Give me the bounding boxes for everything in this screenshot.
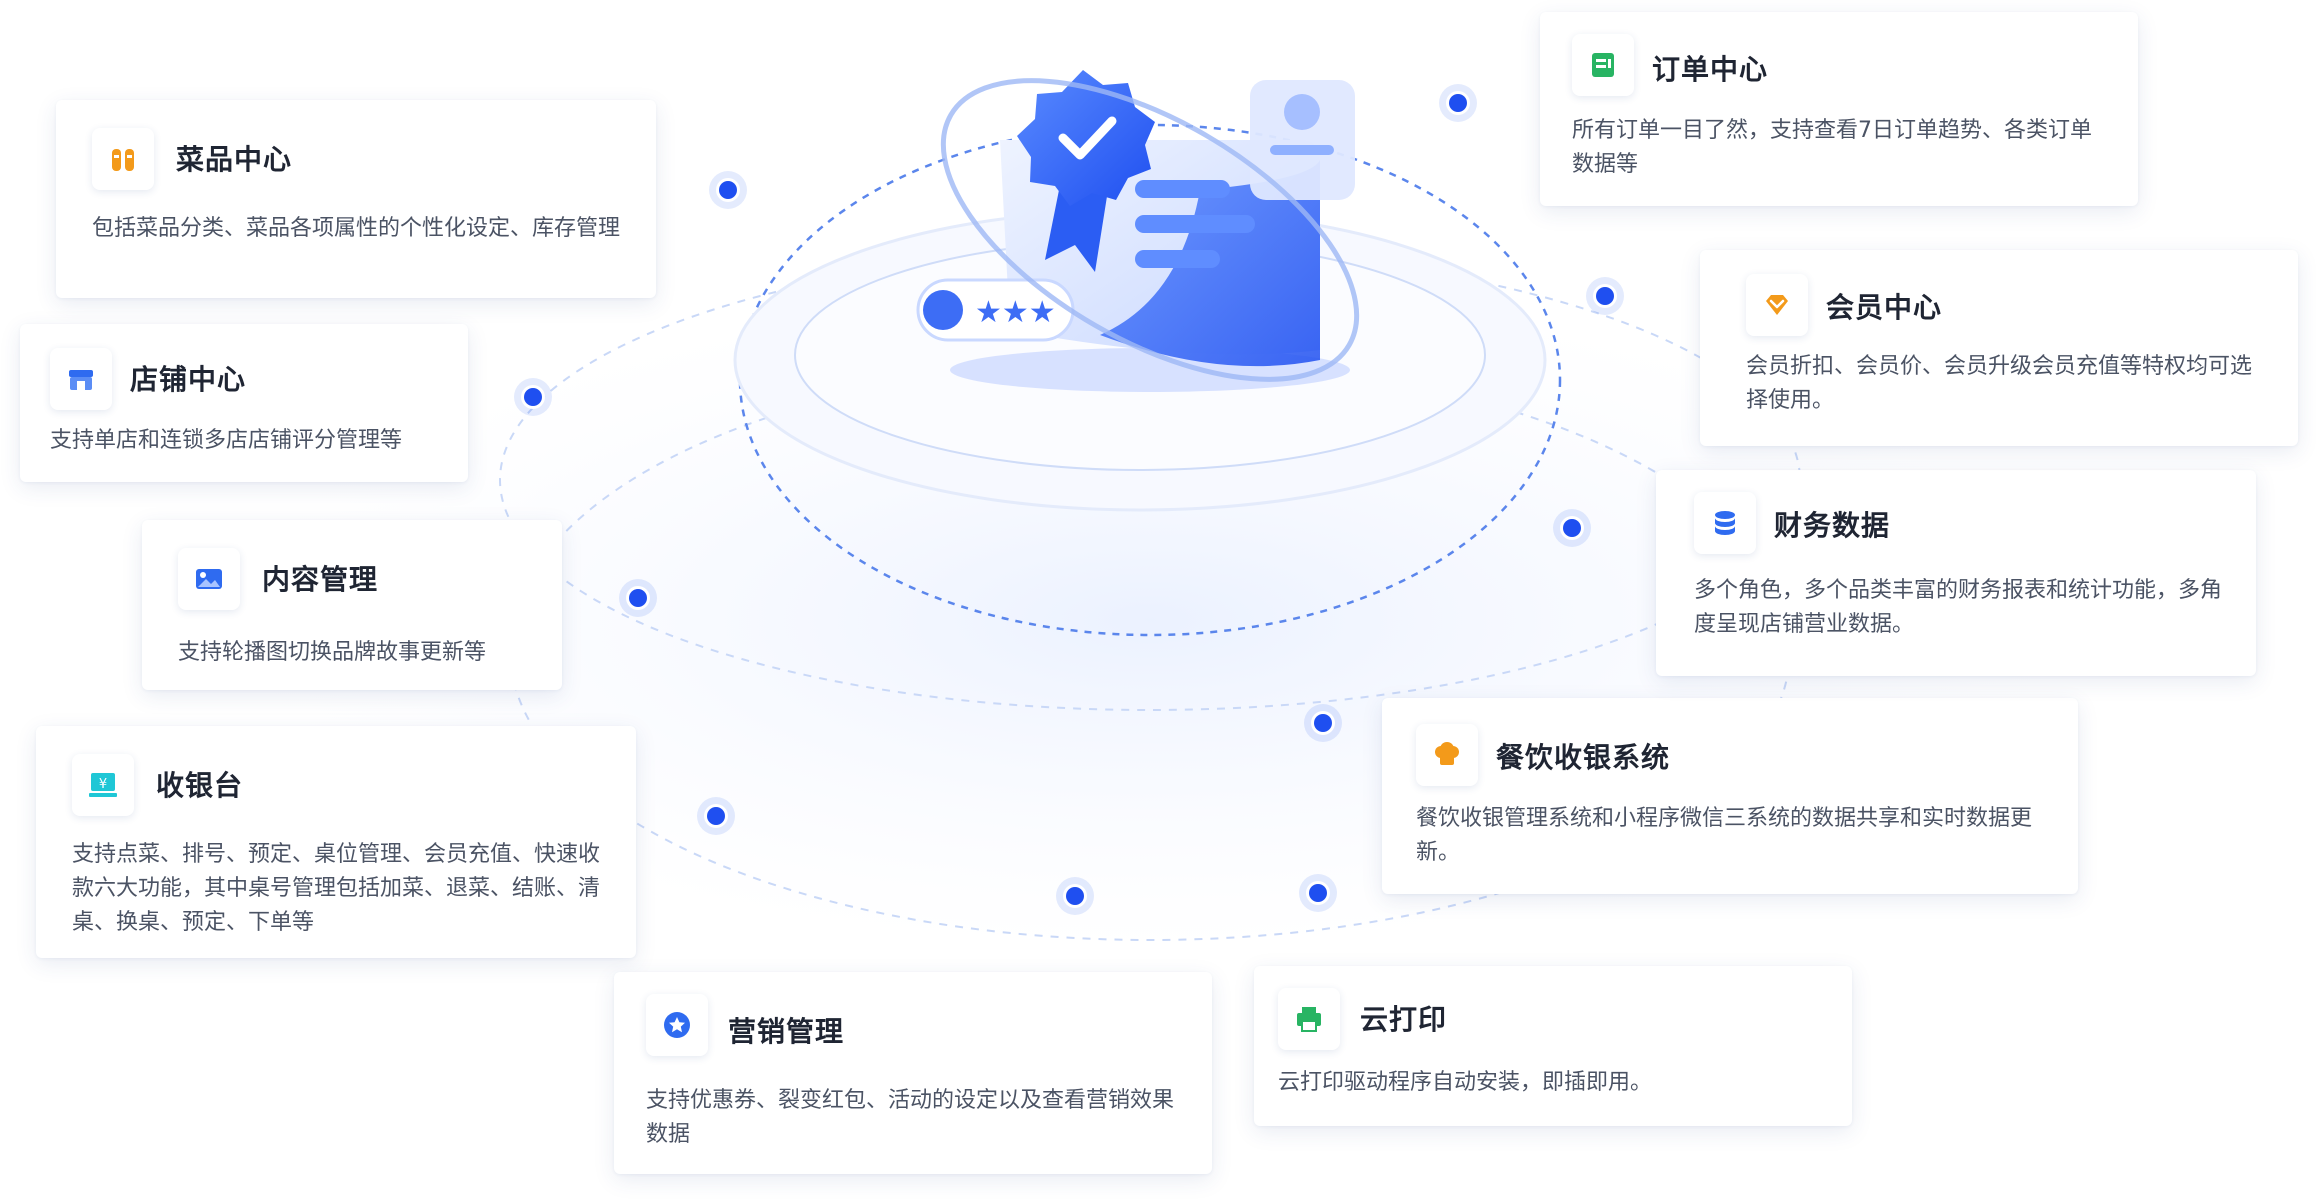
feature-description: 所有订单一目了然，支持查看7日订单趋势、各类订单数据等 [1572,118,2092,177]
feature-description: 云打印驱动程序自动安装，即插即用。 [1278,1070,1653,1095]
feature-title: 收银台 [156,769,244,802]
feature-description: 支持单店和连锁多店店铺评分管理等 [50,428,403,453]
feature-description: 支持点菜、排号、预定、桌位管理、会员充值、快速收款六大功能，其中桌号管理包括加菜… [72,842,601,935]
certificate-illustration: ★★★ [916,70,1360,392]
svg-text:¥: ¥ [99,777,107,792]
feature-description: 会员折扣、会员价、会员升级会员充值等特权均可选择使用。 [1746,354,2253,413]
feature-description: 支持轮播图切换品牌故事更新等 [178,640,487,665]
database-icon [1694,492,1756,554]
connector-dot [697,797,735,835]
feature-title: 店铺中心 [130,363,247,396]
order-icon [1572,34,1634,96]
feature-title: 餐饮收银系统 [1496,741,1671,774]
connector-dot [1439,84,1477,122]
connector-dot [1304,704,1342,742]
feature-description: 包括菜品分类、菜品各项属性的个性化设定、库存管理 [92,216,621,241]
diamond-icon [1746,274,1808,336]
feature-card-cashier: ¥ 收银台 支持点菜、排号、预定、桌位管理、会员充值、快速收款六大功能，其中桌号… [36,726,636,958]
image-icon [178,548,240,610]
connector-dot [709,171,747,209]
connector-dot [1299,874,1337,912]
dishes-icon [92,128,154,190]
feature-title: 财务数据 [1774,509,1891,542]
connector-dot [1553,509,1591,547]
cashier-icon: ¥ [72,754,134,816]
feature-card-marketing: 营销管理 支持优惠券、裂变红包、活动的设定以及查看营销效果数据 [614,972,1212,1174]
feature-title: 云打印 [1360,1003,1448,1036]
feature-description: 餐饮收银管理系统和小程序微信三系统的数据共享和实时数据更新。 [1416,806,2033,865]
chef-hat-icon [1416,724,1478,786]
feature-title: 菜品中心 [176,143,293,176]
feature-card-dishes: 菜品中心 包括菜品分类、菜品各项属性的个性化设定、库存管理 [56,100,656,298]
printer-icon [1278,988,1340,1050]
connector-dot [1586,277,1624,315]
star-badge-icon [646,994,708,1056]
feature-card-pos-system: 餐饮收银系统 餐饮收银管理系统和小程序微信三系统的数据共享和实时数据更新。 [1382,698,2078,894]
connector-dot [619,579,657,617]
feature-title: 订单中心 [1652,53,1769,86]
connector-dot [1056,877,1094,915]
store-icon [50,348,112,410]
feature-description: 支持优惠券、裂变红包、活动的设定以及查看营销效果数据 [646,1088,1175,1147]
feature-title: 内容管理 [262,563,379,596]
feature-title: 会员中心 [1826,291,1943,324]
feature-card-content: 内容管理 支持轮播图切换品牌故事更新等 [142,520,562,690]
svg-text:★★★: ★★★ [975,295,1056,330]
feature-card-cloud-print: 云打印 云打印驱动程序自动安装，即插即用。 [1254,966,1852,1126]
feature-card-member: 会员中心 会员折扣、会员价、会员升级会员充值等特权均可选择使用。 [1700,250,2298,446]
connector-dot [514,378,552,416]
feature-card-finance: 财务数据 多个角色，多个品类丰富的财务报表和统计功能，多角度呈现店铺营业数据。 [1656,470,2256,676]
feature-card-store: 店铺中心 支持单店和连锁多店店铺评分管理等 [20,324,468,482]
feature-description: 多个角色，多个品类丰富的财务报表和统计功能，多角度呈现店铺营业数据。 [1694,578,2223,637]
feature-title: 营销管理 [728,1015,845,1048]
feature-card-order: 订单中心 所有订单一目了然，支持查看7日订单趋势、各类订单数据等 [1540,12,2138,206]
